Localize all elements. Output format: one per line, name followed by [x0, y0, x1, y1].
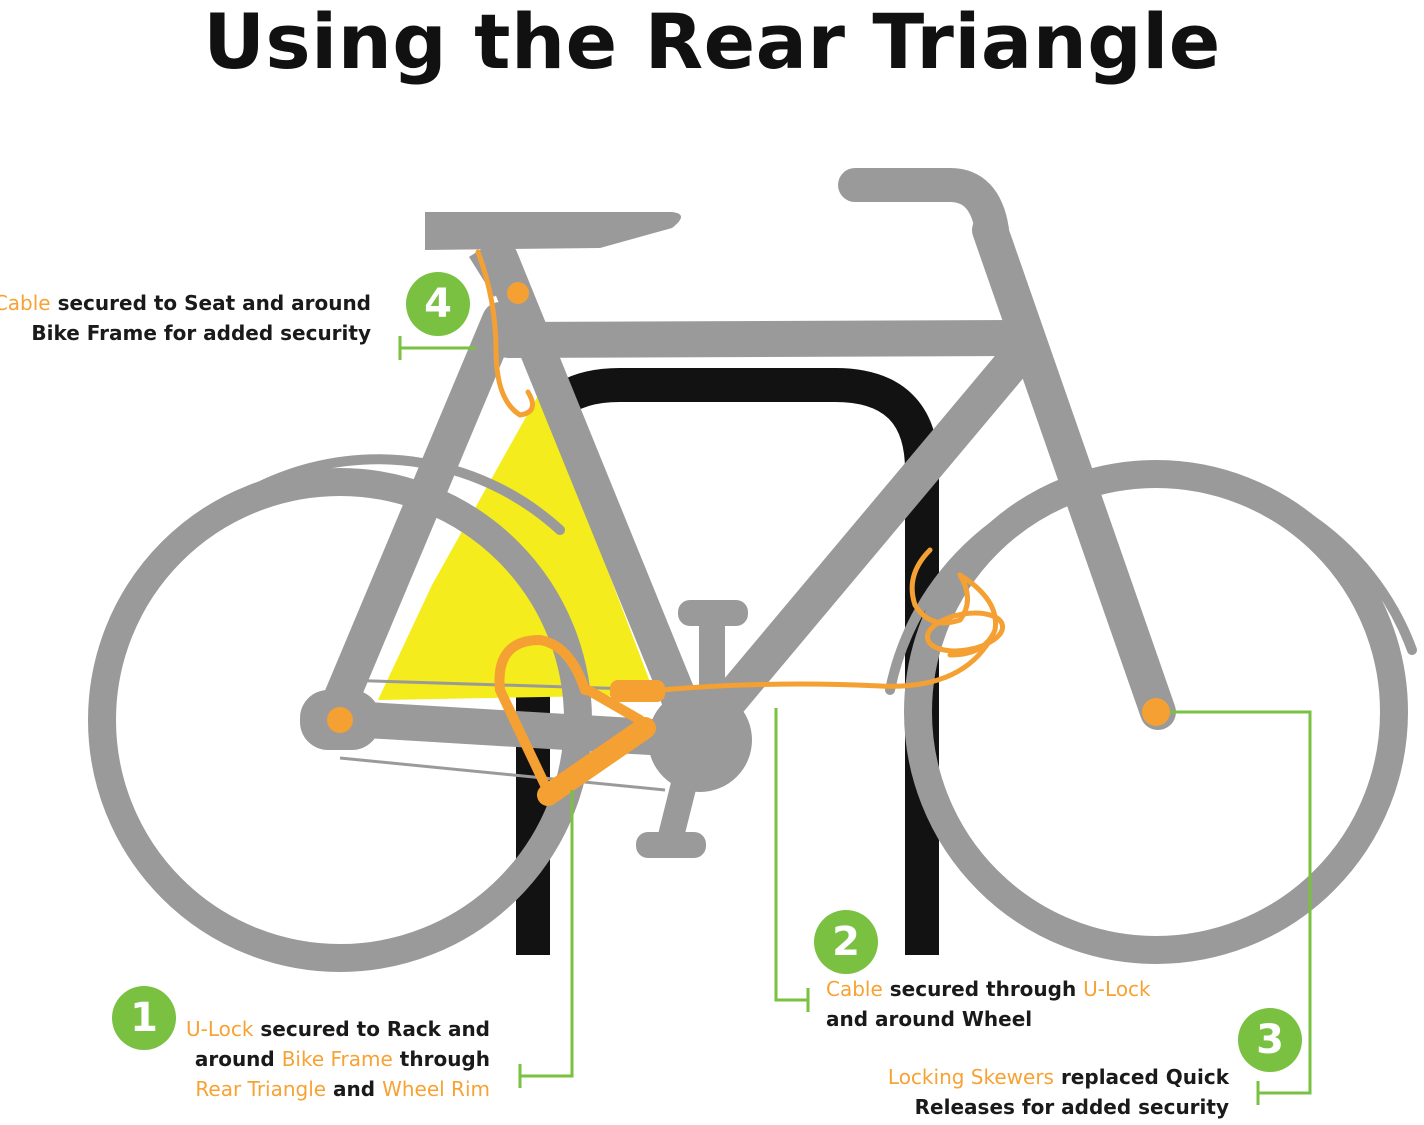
callout-text-1: U-Lock secured to Rack and around Bike F…	[186, 1014, 490, 1104]
lock-cable	[475, 249, 1006, 695]
callout-text-4: Cable secured to Seat and around Bike Fr…	[0, 288, 371, 348]
callout-2-line-1: Cable secured through U-Lock	[826, 977, 1151, 1001]
handlebar	[838, 168, 1009, 247]
seat-clamp	[507, 282, 529, 304]
callout-2-line-2: and around Wheel	[826, 1007, 1033, 1031]
front-hub-skewer	[1142, 698, 1170, 726]
chainring	[648, 688, 752, 792]
callout-3-line-2: Releases for added security	[914, 1095, 1229, 1119]
front-fender	[885, 466, 1417, 695]
callout-1-line-3: Rear Triangle and Wheel Rim	[195, 1077, 490, 1101]
callout-badge-1: 1	[112, 986, 176, 1050]
callout-badge-4: 4	[406, 272, 470, 336]
u-lock	[494, 634, 665, 806]
callout-badge-3: 3	[1238, 1008, 1302, 1072]
rear-fender	[103, 454, 565, 725]
callout-4-line-2: Bike Frame for added security	[31, 321, 371, 345]
callout-1-line-1: U-Lock secured to Rack and	[185, 1017, 490, 1041]
callout-1-line-2: around Bike Frame through	[194, 1047, 490, 1071]
callout-badge-2: 2	[814, 910, 878, 974]
pedal-top	[678, 600, 748, 626]
callout-text-3: Locking Skewers replaced Quick Releases …	[888, 1062, 1229, 1122]
callout-text-2: Cable secured through U-Lock and around …	[826, 974, 1151, 1034]
saddle	[425, 212, 681, 250]
pedal-bottom	[636, 832, 706, 858]
callout-3-line-1: Locking Skewers replaced Quick	[887, 1065, 1229, 1089]
rear-hub	[327, 707, 353, 733]
callout-leaders	[398, 336, 1312, 1105]
callout-4-line-1: Cable secured to Seat and around	[0, 291, 371, 315]
diagram-title: Using the Rear Triangle	[203, 0, 1221, 86]
